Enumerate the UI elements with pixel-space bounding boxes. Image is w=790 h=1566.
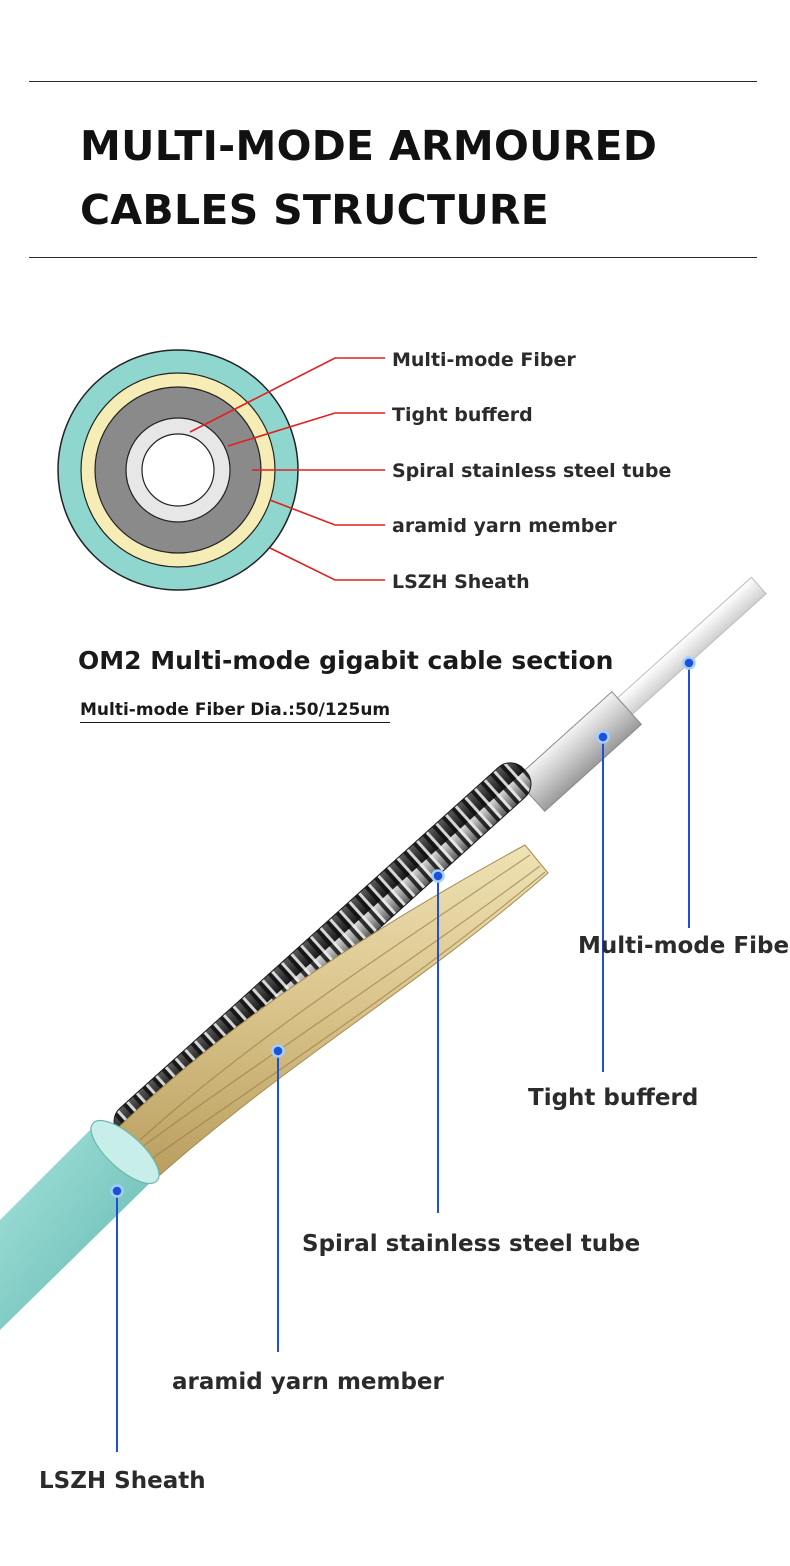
xs-label-aramid: aramid yarn member <box>392 515 617 537</box>
page-title-line-2: CABLES STRUCTURE <box>80 186 550 234</box>
xs-label-sheath: LSZH Sheath <box>392 571 530 593</box>
dot-steel <box>431 869 445 883</box>
top-divider <box>29 81 757 82</box>
side-label-sheath: LSZH Sheath <box>39 1468 206 1494</box>
cross-section <box>57 349 299 591</box>
page-title-line-1: MULTI-MODE ARMOURED <box>80 122 658 170</box>
tight-buffer-segment <box>514 690 643 813</box>
side-label-aramid: aramid yarn member <box>172 1369 445 1395</box>
cable-side-leaders <box>116 663 690 1452</box>
dot-fiber <box>682 656 696 670</box>
side-label-fiber: Multi-mode Fiber <box>578 933 790 959</box>
dot-sheath <box>110 1184 124 1198</box>
xs-label-fiber: Multi-mode Fiber <box>392 349 576 371</box>
leader-buffer <box>227 412 385 447</box>
section-title: OM2 Multi-mode gigabit cable section <box>78 646 614 675</box>
section-subtitle: Multi-mode Fiber Dia.:50/125um <box>80 700 391 723</box>
dot-aramid <box>271 1044 285 1058</box>
dot-buffer <box>596 730 610 744</box>
leader-fiber <box>189 357 385 433</box>
aramid-yarn-bundle <box>117 844 549 1176</box>
leader-sheath <box>269 547 385 581</box>
cable-side-dots <box>110 656 696 1198</box>
cross-section-leaders <box>189 357 385 581</box>
sheath-end-face <box>90 1119 160 1185</box>
cable-side-view <box>0 576 767 1330</box>
side-label-buffer: Tight bufferd <box>528 1085 698 1111</box>
xs-label-buffer: Tight bufferd <box>392 404 533 426</box>
side-label-steel: Spiral stainless steel tube <box>302 1231 640 1257</box>
lszh-sheath-segment <box>0 1125 155 1330</box>
fiber-core <box>141 433 215 507</box>
bare-fiber <box>616 576 767 715</box>
leader-aramid <box>269 499 385 526</box>
xs-label-steel: Spiral stainless steel tube <box>392 460 671 482</box>
bottom-divider <box>29 257 757 258</box>
